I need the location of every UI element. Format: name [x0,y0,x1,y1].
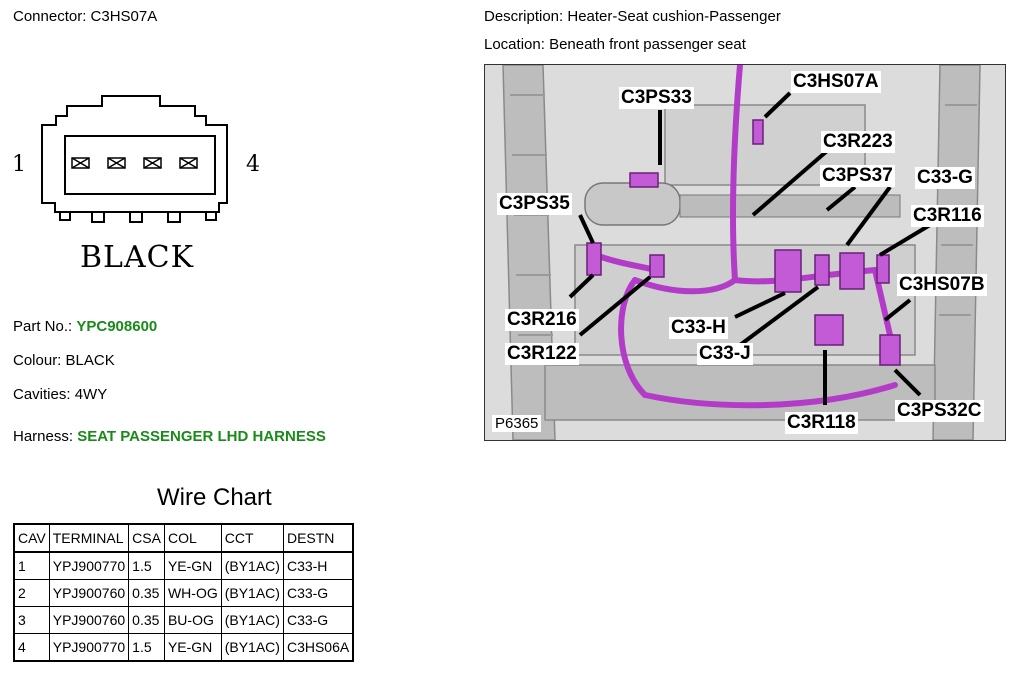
pin-label-left: 1 [12,152,26,177]
cell-terminal: YPJ900770 [48,633,130,662]
cavity-2 [107,157,126,169]
part-no-value: YPC908600 [76,318,158,335]
col-header-cav: CAV [13,523,50,553]
seat-underside-illustration [485,65,1005,440]
cell-col: WH-OG [163,579,222,607]
colour-label: Colour: [13,352,62,369]
cavities-label: Cavities: [13,386,71,403]
harness-line: Harness: SEAT PASSENGER LHD HARNESS [13,428,326,445]
callout-c3ps35: C3PS35 [497,193,572,215]
connector-c3ps35-shape [586,242,602,276]
photo-reference-id: P6365 [492,415,542,432]
cell-csa: 1.5 [128,633,165,662]
cell-destn: C3HS06A [282,633,354,662]
location-label: Location: [484,36,545,53]
callout-c3ps33: C3PS33 [619,87,694,109]
wire-chart-table: CAV TERMINAL CSA COL CCT DESTN 1 YPJ9007… [13,523,355,662]
part-no-label: Part No.: [13,318,73,335]
cavity-row [71,157,198,169]
callout-c3r118: C3R118 [785,412,858,434]
part-no-line: Part No.: YPC908600 [13,318,157,335]
location-photo: C3PS33 C3HS07A C3R223 C3PS37 C33-G C3PS3… [484,64,1006,441]
cell-cct: (BY1AC) [220,606,284,634]
cell-csa: 0.35 [128,579,165,607]
wire-chart-header-row: CAV TERMINAL CSA COL CCT DESTN [13,523,354,553]
cell-cct: (BY1AC) [220,579,284,607]
col-header-col: COL [163,523,222,553]
connector-label: Connector: [13,8,87,25]
table-row: 1 YPJ900770 1.5 YE-GN (BY1AC) C33-H [13,551,354,580]
connector-pinout-diagram: 1 4 BLACK [12,95,260,275]
table-row: 2 YPJ900760 0.35 WH-OG (BY1AC) C33-G [13,579,354,607]
cell-col: YE-GN [163,551,222,580]
col-header-cct: CCT [220,523,284,553]
connector-value: C3HS07A [90,8,158,25]
description-label: Description: [484,8,564,25]
callout-c3r216: C3R216 [505,309,579,331]
cell-destn: C33-G [282,579,354,607]
cavities-line: Cavities: 4WY [13,386,107,403]
cell-terminal: YPJ900770 [48,551,130,580]
cell-destn: C33-H [282,551,354,580]
callout-c33-j: C33-J [697,343,753,365]
cell-terminal: YPJ900760 [48,579,130,607]
cell-cav: 2 [13,579,50,607]
callout-c3hs07b: C3HS07B [897,274,987,296]
cell-cav: 4 [13,633,50,662]
callout-c33-h: C33-H [669,317,728,339]
cavity-1 [71,157,90,169]
cell-cct: (BY1AC) [220,633,284,662]
cavity-4 [179,157,198,169]
cell-col: BU-OG [163,606,222,634]
callout-c3r122: C3R122 [505,343,579,365]
table-row: 4 YPJ900770 1.5 YE-GN (BY1AC) C3HS06A [13,633,354,662]
cell-cav: 1 [13,551,50,580]
cell-terminal: YPJ900760 [48,606,130,634]
col-header-destn: DESTN [282,523,354,553]
cell-col: YE-GN [163,633,222,662]
callout-c3r116: C3R116 [911,205,984,227]
callout-c3ps37: C3PS37 [820,165,895,187]
callout-c3hs07a: C3HS07A [791,71,881,93]
col-header-csa: CSA [128,523,165,553]
cell-csa: 1.5 [128,551,165,580]
cell-cav: 3 [13,606,50,634]
connector-outline [41,95,228,223]
description-line: Description: Heater-Seat cushion-Passeng… [484,8,781,25]
harness-value: SEAT PASSENGER LHD HARNESS [77,428,326,445]
colour-line: Colour: BLACK [13,352,115,369]
colour-value: BLACK [65,352,115,369]
connector-line: Connector: C3HS07A [13,8,157,25]
harness-label: Harness: [13,428,74,445]
location-line: Location: Beneath front passenger seat [484,36,746,53]
wire-chart-title: Wire Chart [157,484,272,511]
callout-c33-g: C33-G [915,167,975,189]
cell-cct: (BY1AC) [220,551,284,580]
location-value: Beneath front passenger seat [549,36,746,53]
cell-csa: 0.35 [128,606,165,634]
cavities-value: 4WY [74,386,108,403]
cell-destn: C33-G [282,606,354,634]
pin-label-right: 4 [246,152,260,177]
cavity-3 [143,157,162,169]
connector-color-label: BLACK [80,240,194,275]
table-row: 3 YPJ900760 0.35 BU-OG (BY1AC) C33-G [13,606,354,634]
col-header-terminal: TERMINAL [48,523,130,553]
callout-c3r223: C3R223 [821,131,895,153]
description-value: Heater-Seat cushion-Passenger [567,8,781,25]
callout-c3ps32c: C3PS32C [895,400,984,422]
